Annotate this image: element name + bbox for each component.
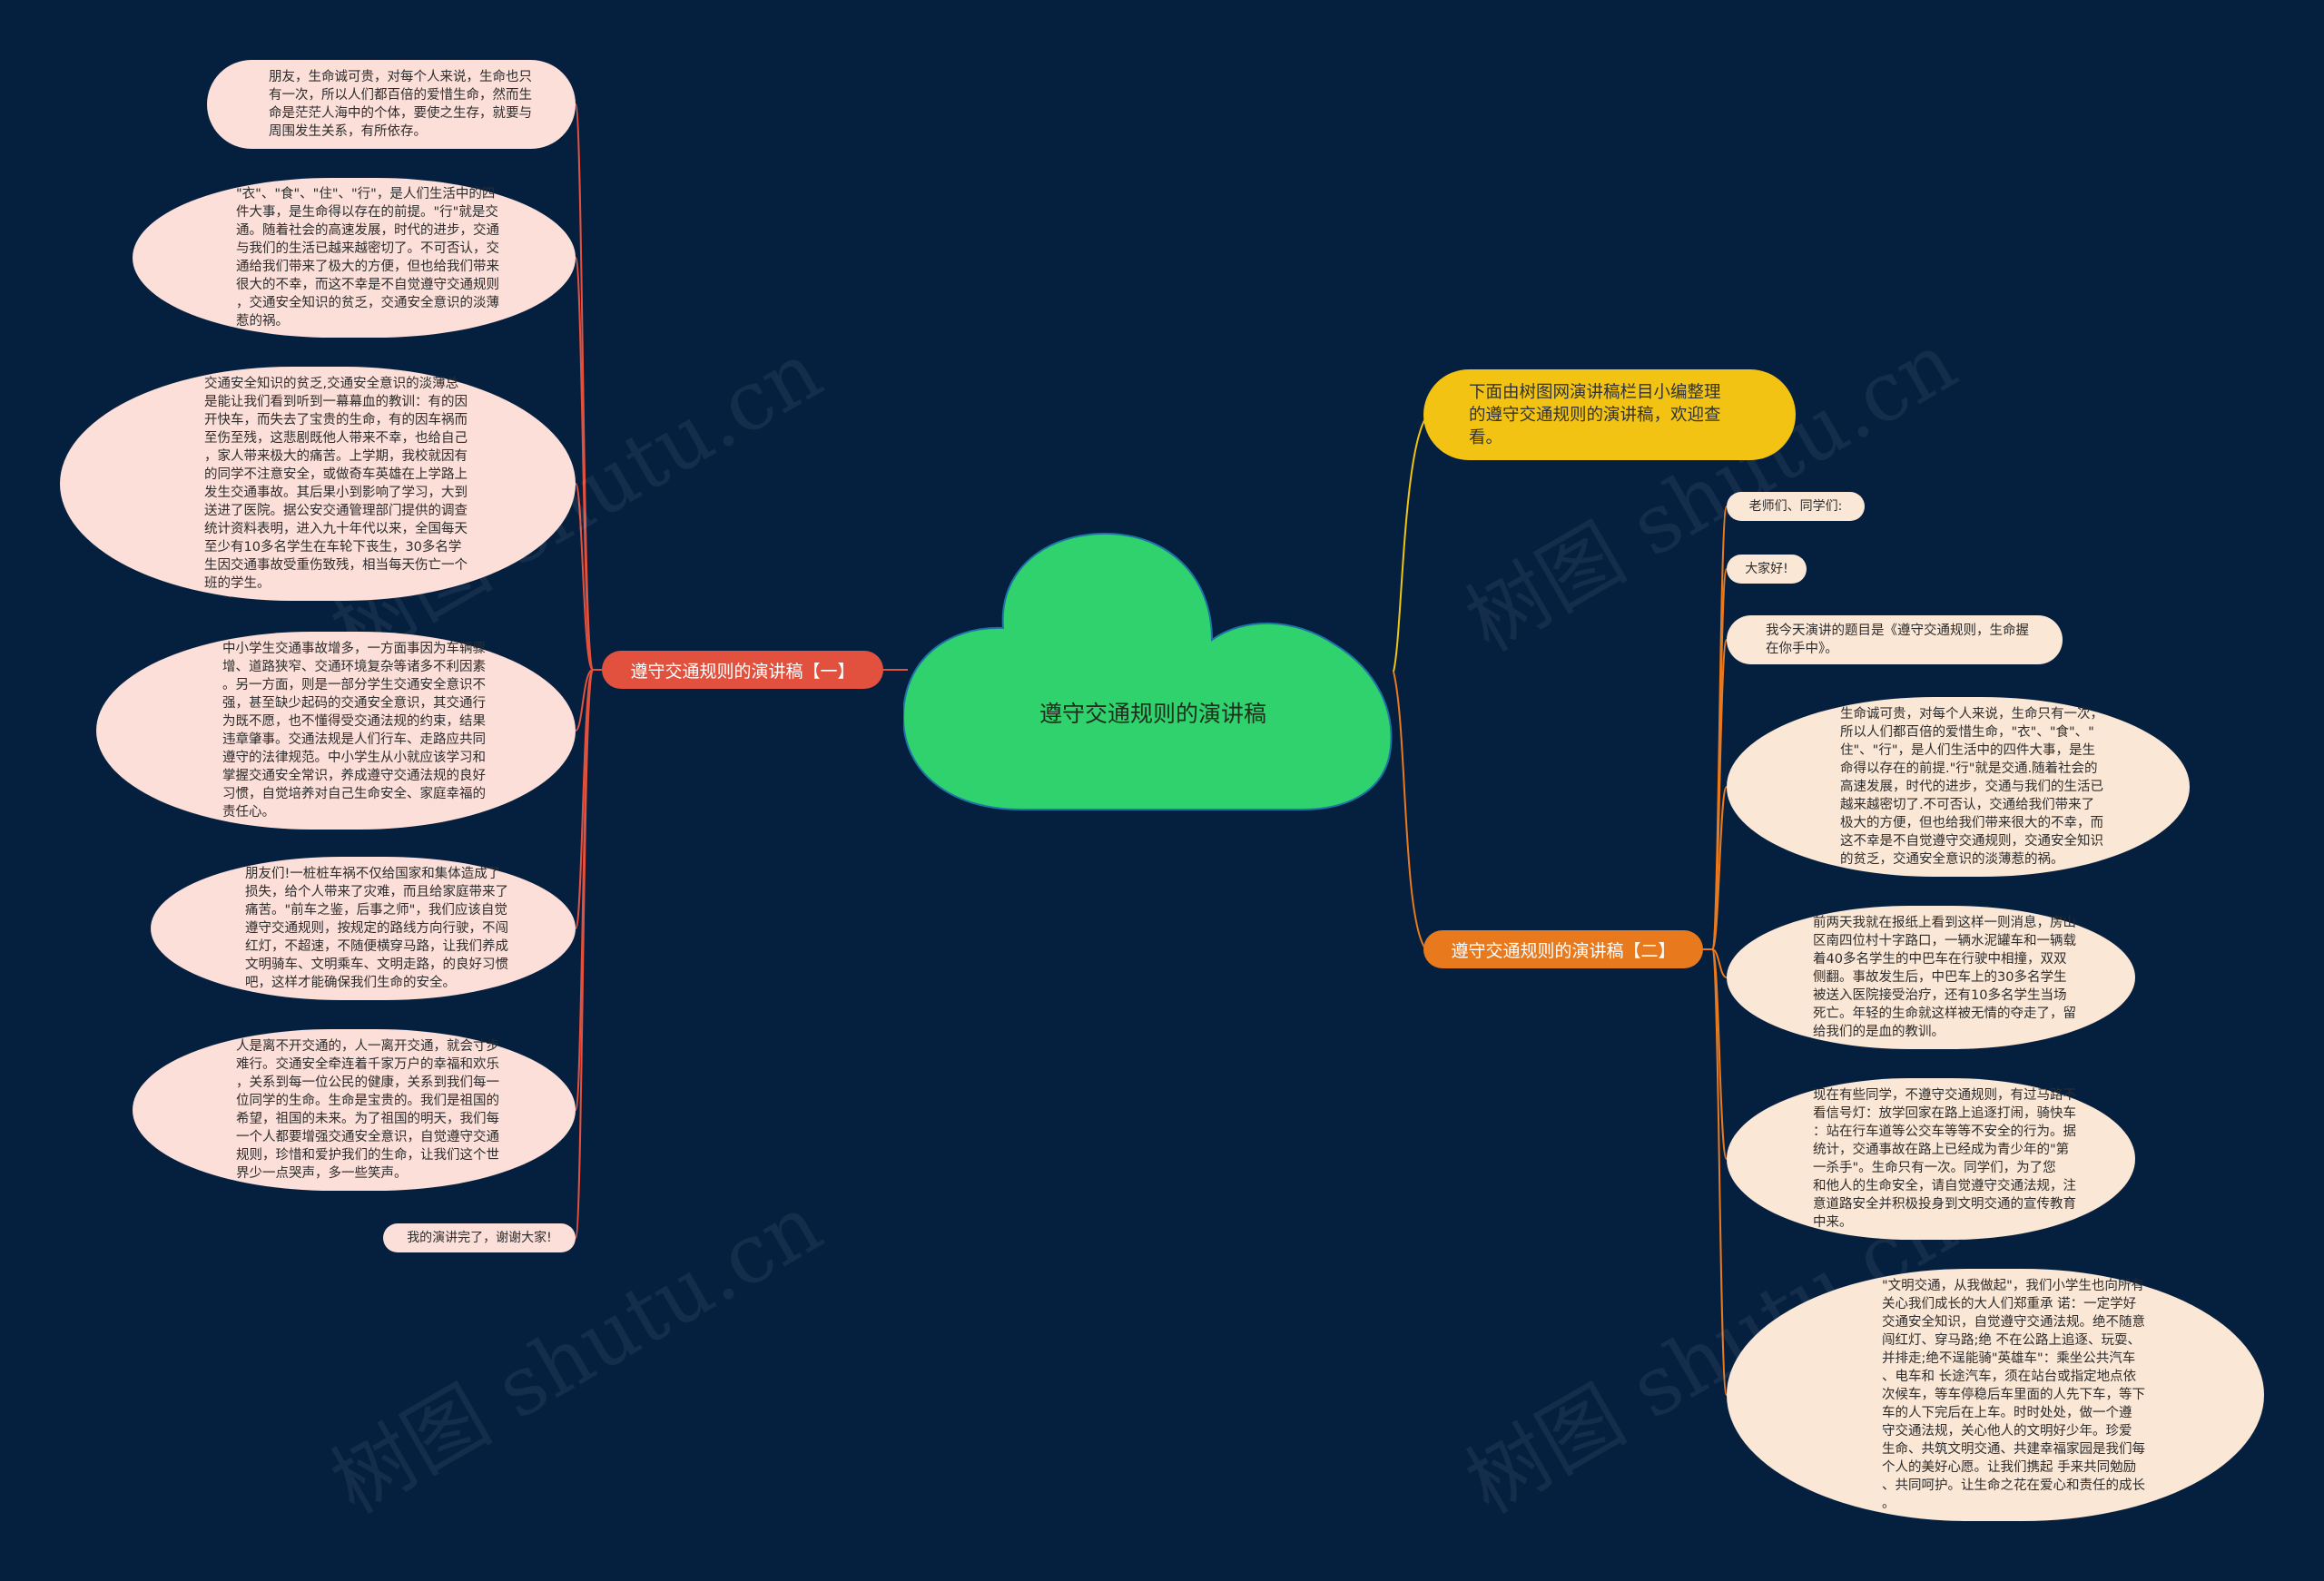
leaf-connector (1703, 568, 1728, 950)
left-branch-links (575, 103, 602, 1239)
branch-two-leaf[interactable]: 前两天我就在报纸上看到这样一则消息，房山 区南四位村十字路口，一辆水泥罐车和一辆… (1727, 906, 2135, 1049)
leaf-connector (1703, 948, 1728, 1396)
link-center-to-intro (1393, 412, 1431, 673)
leaf-connector (575, 103, 602, 671)
branch-two-leaf[interactable]: 我今天演讲的题目是《遵守交通规则，生命握 在你手中》。 (1727, 615, 2063, 664)
branch-one-leaf[interactable]: "衣"、"食"、"住"、"行"，是人们生活中的四 件大事，是生命得以存在的前提。… (133, 178, 576, 338)
right-branch-links (1703, 506, 1728, 1396)
branch-two-leaf[interactable]: 生命诚可贵，对每个人来说，生命只有一次， 所以人们都百倍的爱惜生命，"衣"、"食… (1727, 697, 2190, 877)
leaf-connector (575, 483, 602, 671)
branch-one-leaf[interactable]: 交通安全知识的贫乏,交通安全意识的淡薄总 是能让我们看到听到一幕幕血的教训：有的… (60, 367, 576, 601)
branch-two-leaf[interactable]: "文明交通，从我做起"，我们小学生也向所有 关心我们成长的大人们郑重承 诺：一定… (1727, 1269, 2264, 1521)
leaf-connector (1703, 786, 1728, 950)
branch-one-node[interactable]: 遵守交通规则的演讲稿【一】 (602, 651, 883, 689)
link-center-to-branch-two (1393, 671, 1426, 949)
leaf-connector (1703, 506, 1728, 950)
branch-one-leaf[interactable]: 人是离不开交通的，人一离开交通，就会寸步 难行。交通安全牵连着千家万户的幸福和欢… (133, 1029, 576, 1191)
intro-node[interactable]: 下面由树图网演讲稿栏目小编整理 的遵守交通规则的演讲稿，欢迎查 看。 (1423, 369, 1796, 460)
center-cloud-node[interactable] (903, 526, 1403, 817)
branch-one-leaf[interactable]: 我的演讲完了，谢谢大家! (383, 1223, 576, 1252)
branch-two-leaf[interactable]: 大家好! (1727, 555, 1807, 584)
branch-two-leaf[interactable]: 现在有些同学，不遵守交通规则，有过马路不 看信号灯：放学回家在路上追逐打闹，骑快… (1727, 1078, 2135, 1240)
branch-one-leaf[interactable]: 朋友，生命诚可贵，对每个人来说，生命也只 有一次，所以人们都百倍的爱惜生命，然而… (207, 60, 576, 149)
center-title: 遵守交通规则的演讲稿 (1039, 701, 1266, 727)
leaf-connector (575, 257, 602, 671)
leaf-connector (575, 669, 602, 1239)
branch-one-leaf[interactable]: 朋友们!一桩桩车祸不仅给国家和集体造成了 损失，给个人带来了灾难，而且给家庭带来… (151, 857, 576, 1000)
branch-two-leaf[interactable]: 老师们、同学们: (1727, 492, 1865, 521)
branch-two-node[interactable]: 遵守交通规则的演讲稿【二】 (1423, 930, 1703, 968)
branch-one-leaf[interactable]: 中小学生交通事故增多，一方面事因为车辆骤 增、道路狭窄、交通环境复杂等诸多不利因… (96, 632, 576, 830)
